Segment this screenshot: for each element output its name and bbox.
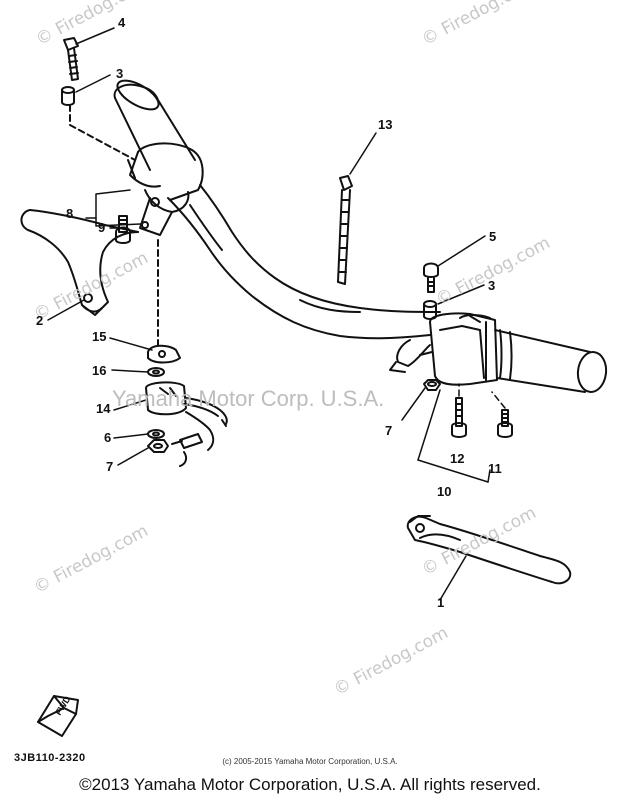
washer-16 — [147, 367, 165, 377]
collar-3-left — [61, 86, 75, 106]
cable-tie-13 — [337, 132, 377, 285]
bolt-4 — [63, 37, 79, 81]
callout-15: 15 — [92, 329, 107, 344]
small-copyright: (c) 2005-2015 Yamaha Motor Corporation, … — [222, 757, 398, 766]
callout-11: 11 — [488, 461, 502, 476]
left-lever-holder — [127, 142, 204, 236]
center-watermark: Yamaha Motor Corp. U.S.A. — [112, 386, 385, 411]
leader-bolt-left — [69, 104, 136, 161]
callout-12: 12 — [450, 451, 465, 466]
callout-5: 5 — [489, 229, 497, 244]
throttle-grip — [494, 329, 608, 393]
fwd-arrow-icon — [37, 695, 79, 737]
bolt-5 — [423, 262, 439, 293]
callout-7-right: 7 — [385, 423, 393, 438]
callout-6: 6 — [104, 430, 112, 445]
brake-lever — [406, 515, 572, 601]
footer-copyright: ©2013 Yamaha Motor Corporation, U.S.A. A… — [79, 775, 541, 794]
callout-1: 1 — [437, 595, 445, 610]
part-code: 3JB110-2320 — [14, 752, 86, 764]
washer-6 — [147, 429, 165, 439]
nut-7-left — [147, 439, 169, 453]
screw-11 — [497, 409, 513, 438]
screw-12 — [451, 397, 467, 438]
callout-14: 14 — [96, 401, 111, 416]
callout-7-left: 7 — [106, 459, 114, 474]
callout-3-right: 3 — [488, 278, 496, 293]
switch-wire — [171, 411, 215, 467]
callout-9: 9 — [98, 220, 106, 235]
handlebar — [167, 184, 441, 340]
kill-switch-14 — [145, 381, 228, 427]
right-lever-bracket — [389, 339, 433, 373]
callout-10: 10 — [437, 484, 452, 499]
callout-8: 8 — [66, 206, 74, 221]
callout-3-left: 3 — [116, 66, 124, 81]
callout-4: 4 — [118, 15, 126, 30]
throttle-housing — [429, 312, 498, 386]
callout-16: 16 — [92, 363, 107, 378]
collar-3-right — [423, 300, 437, 320]
leader-lines-right — [401, 235, 486, 421]
nut-7-right — [423, 379, 441, 391]
bracket-10 — [417, 389, 491, 483]
leader-lines-left — [47, 27, 153, 466]
callout-2: 2 — [36, 313, 44, 328]
callout-13: 13 — [378, 117, 393, 132]
bolt-9 — [115, 215, 131, 244]
clamp-15 — [147, 344, 181, 364]
leader-lines-right-dashed — [458, 383, 506, 409]
left-grip — [113, 79, 196, 171]
